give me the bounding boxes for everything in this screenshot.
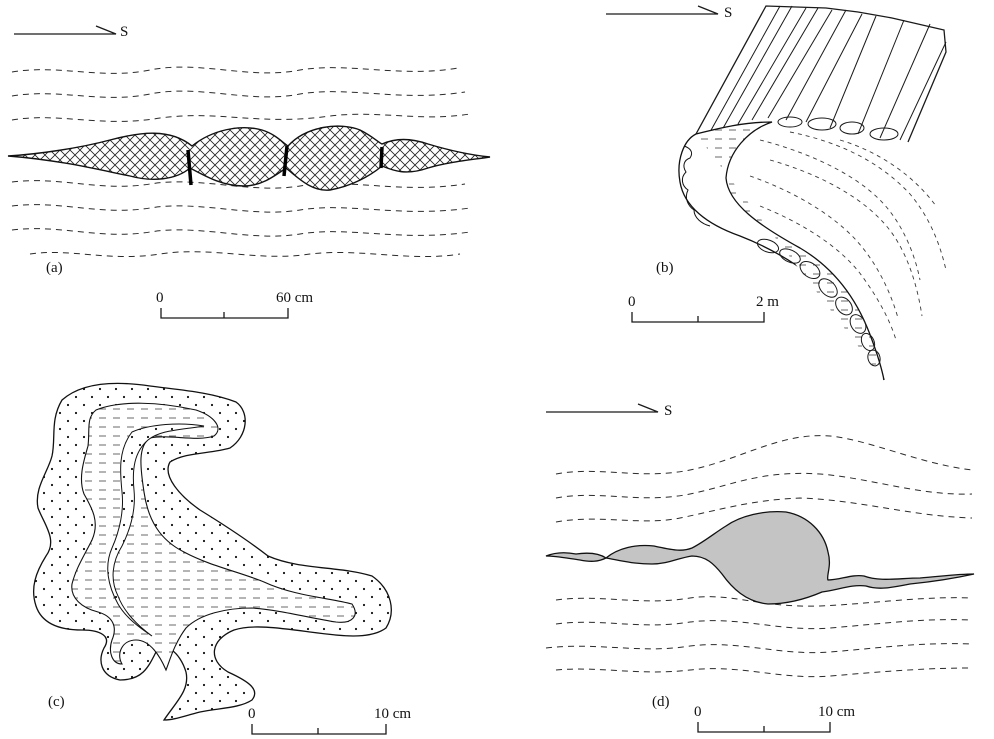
- panel-c: (c) 0 10 cm: [32, 382, 411, 735]
- columnar-cap-b: [695, 5, 947, 143]
- panel-d: S (d) 0 10 cm: [545, 403, 975, 733]
- scale-bar-d: 0 10 cm: [694, 704, 855, 733]
- scale-end-a: 60 cm: [276, 290, 313, 306]
- fold-core-c: [107, 423, 205, 637]
- bedding-lines-d: [545, 435, 973, 678]
- panel-a: S (a) 0 60 cm: [7, 24, 491, 319]
- panel-label-a: (a): [46, 260, 63, 276]
- direction-label-b: S: [724, 5, 732, 21]
- scale-bar-a: 0 60 cm: [156, 290, 313, 319]
- scale-start-a: 0: [156, 290, 164, 306]
- scale-start-b: 0: [628, 294, 636, 310]
- direction-label-d: S: [664, 403, 672, 419]
- lens-boundaries-a: [186, 145, 384, 186]
- direction-arrow-a: S: [14, 24, 128, 40]
- sediment-lines-b: [749, 131, 947, 341]
- panel-label-c: (c): [48, 694, 65, 710]
- blob-intrusion-d: [545, 510, 975, 605]
- direction-label-a: S: [120, 24, 128, 40]
- lens-body-a: [7, 125, 491, 191]
- panel-label-d: (d): [652, 694, 670, 710]
- scale-end-b: 2 m: [756, 294, 779, 310]
- direction-arrow-d: S: [546, 403, 672, 419]
- scale-start-c: 0: [248, 706, 256, 722]
- scale-bar-b: 0 2 m: [628, 294, 779, 323]
- lava-lobe-b: [678, 121, 885, 381]
- scale-start-d: 0: [694, 704, 702, 720]
- direction-arrow-b: S: [606, 5, 732, 21]
- panel-label-b: (b): [656, 260, 674, 276]
- scale-end-c: 10 cm: [374, 706, 411, 722]
- bedding-lines-a: [11, 66, 471, 258]
- scale-bar-c: 0 10 cm: [248, 706, 411, 735]
- scale-end-d: 10 cm: [818, 704, 855, 720]
- panel-b: S: [606, 5, 947, 381]
